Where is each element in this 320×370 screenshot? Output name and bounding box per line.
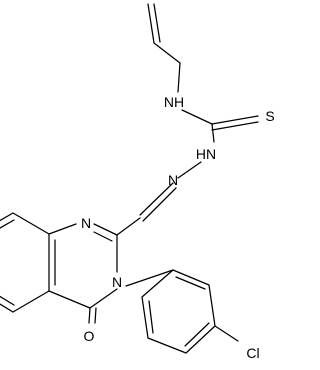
atom-n-imine: N [168,172,178,188]
thiourea-group [177,109,259,179]
atom-s: S [265,108,274,124]
hydrazone-linker [116,182,177,236]
atom-cl: Cl [246,345,259,361]
atom-o: O [84,328,95,344]
atom-n3: N [112,274,122,290]
atom-n1: N [81,215,91,231]
benzo-ring [0,212,56,313]
atom-hn: HN [196,146,216,162]
molecule-structure: NH S HN N N N O Cl [0,3,275,361]
atom-nh: NH [164,94,184,110]
chlorophenyl-ring [125,269,239,354]
pyrimidinone-ring [48,223,118,324]
allyl-group [147,3,181,93]
